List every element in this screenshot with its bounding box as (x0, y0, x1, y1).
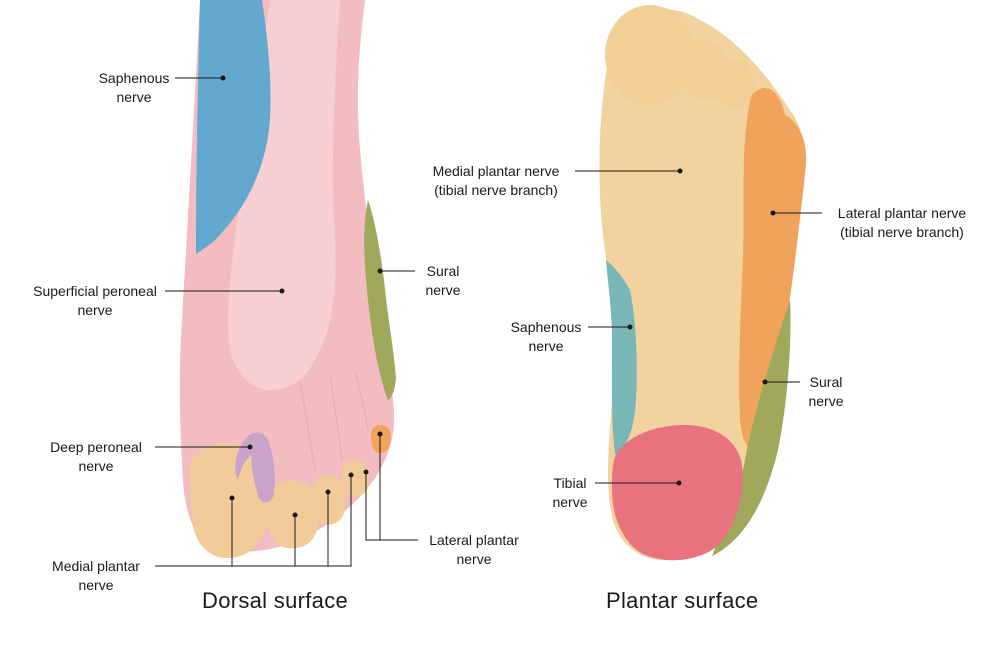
leader-lines (155, 77, 822, 567)
plantar-saphenous-region (606, 260, 637, 455)
dorsal-toes (190, 424, 391, 559)
leader-dots (220, 75, 776, 518)
dorsal-surface-title: Dorsal surface (202, 588, 349, 613)
plantar-tibial-region (612, 425, 743, 561)
dorsal-saphenous-region (196, 0, 271, 254)
dorsal-deep-peroneal-region (235, 432, 275, 503)
plantar-lateral-region (739, 87, 807, 447)
plantar-foot (599, 5, 807, 561)
plantar-surface-title: Plantar surface (606, 588, 759, 613)
dorsal-sural-region (364, 200, 396, 400)
plantar-toes (605, 5, 755, 110)
plantar-medial-plantar-label: Medial plantar nerve(tibial nerve branch… (432, 163, 560, 198)
plantar-lateral-plantar-label: Lateral plantar nerve(tibial nerve branc… (837, 205, 967, 240)
dorsal-foot (179, 0, 396, 559)
plantar-sural-region (712, 300, 791, 556)
